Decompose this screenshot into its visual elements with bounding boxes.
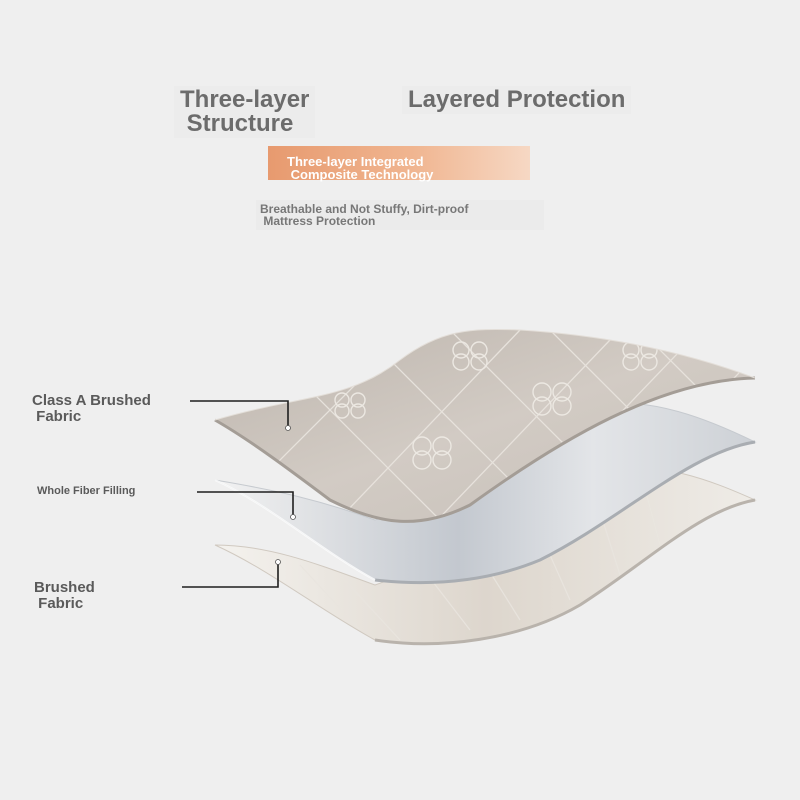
subtitle-text: Breathable and Not Stuffy, Dirt-proof Ma… <box>260 202 469 228</box>
callout-line-top <box>190 400 289 428</box>
callout-line-middle <box>197 491 294 517</box>
callout-line-bottom <box>182 562 279 588</box>
label-brushed-fabric: Brushed Fabric <box>34 579 95 612</box>
subtitle-box: Breathable and Not Stuffy, Dirt-proof Ma… <box>256 200 544 230</box>
label-class-a-brushed-fabric: Class A Brushed Fabric <box>32 392 151 425</box>
callout-dot-middle <box>290 514 296 520</box>
callout-dot-top <box>285 425 291 431</box>
callout-dot-bottom <box>275 559 281 565</box>
badge-text: Three-layer Integrated Composite Technol… <box>287 154 434 182</box>
title-three-layer-structure: Three-layer Structure <box>174 86 316 138</box>
title-layered-protection: Layered Protection <box>402 86 632 114</box>
label-whole-fiber-filling: Whole Fiber Filling <box>37 485 136 497</box>
technology-badge: Three-layer Integrated Composite Technol… <box>268 146 530 182</box>
